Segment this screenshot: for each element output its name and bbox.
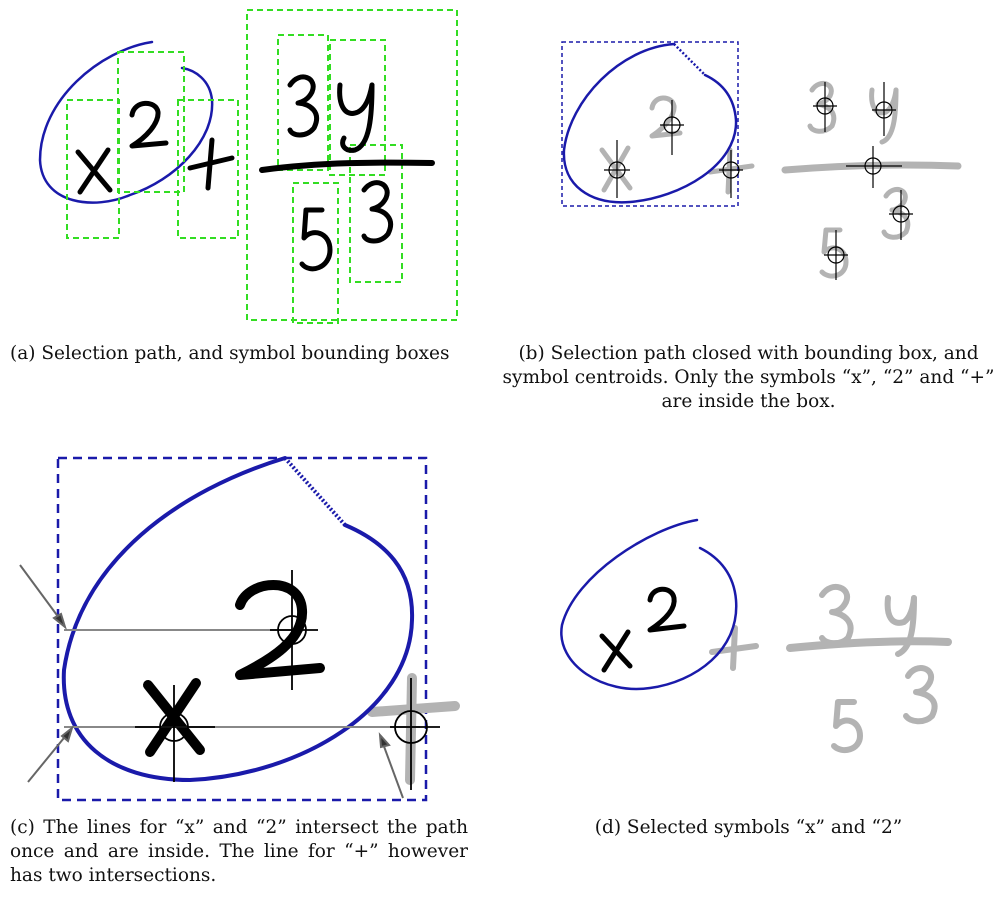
caption-b: (b) Selection path closed with bounding …	[502, 343, 995, 412]
symbol-3-sup	[361, 180, 394, 244]
panel-d-figure	[560, 518, 952, 754]
symbol-x	[75, 147, 113, 195]
faded-y	[884, 595, 917, 657]
panel-d: (d) Selected symbols “x” and “2”	[500, 450, 997, 900]
bbox-2	[117, 51, 185, 193]
centroid-5	[824, 230, 848, 280]
panel-c-figure	[19, 456, 460, 802]
panel-a-figure	[38, 9, 458, 324]
centroid-plus	[719, 150, 743, 198]
bbox-fraction	[246, 9, 458, 321]
caption-a: (a) Selection path, and symbol bounding …	[10, 343, 450, 364]
centroid-x	[604, 140, 630, 198]
panel-b: (b) Selection path closed with bounding …	[500, 0, 997, 412]
bbox-y	[329, 39, 386, 176]
faded-5	[831, 699, 863, 754]
selection-path	[38, 40, 214, 204]
selection-path	[562, 42, 738, 204]
faded-5	[819, 227, 849, 279]
arrow-intersection-left	[27, 725, 74, 783]
symbol-2	[647, 586, 687, 633]
selection-bbox	[561, 41, 739, 207]
closing-segment	[673, 43, 706, 76]
faded-x	[599, 145, 633, 193]
arrow-intersection-right	[378, 732, 404, 799]
centroid-bar	[846, 146, 902, 188]
symbol-2	[235, 580, 325, 680]
arrow-intersection-top	[19, 564, 67, 630]
symbol-plus	[187, 137, 235, 191]
centroid-y	[872, 82, 896, 136]
faded-fraction-bar	[786, 637, 952, 652]
faded-fraction-bar	[781, 161, 962, 174]
symbol-x	[599, 629, 633, 673]
fraction-bar	[259, 159, 435, 173]
faded-plus	[709, 625, 759, 671]
symbol-3	[287, 74, 320, 138]
bbox-plus	[177, 99, 239, 239]
caption-c: (c) The lines for “x” and “2” intersect …	[10, 817, 468, 886]
centroid-3-sup	[889, 190, 913, 240]
faded-3	[807, 80, 837, 134]
centroid-2	[270, 570, 318, 690]
centroid-plus	[390, 678, 440, 790]
closing-segment	[283, 456, 347, 527]
selection-path	[61, 456, 415, 783]
panel-a: (a) Selection path, and symbol bounding …	[0, 0, 480, 364]
faded-3-sup	[903, 665, 938, 725]
panel-c: (c) The lines for “x” and “2” intersect …	[0, 450, 480, 900]
faded-y	[869, 87, 899, 145]
centroid-3	[813, 82, 837, 132]
centroid-2	[660, 100, 684, 155]
panel-b-figure	[561, 41, 962, 280]
caption-d: (d) Selected symbols “x” and “2”	[594, 817, 903, 838]
faded-3-sup	[881, 186, 911, 240]
bbox-3	[277, 34, 329, 171]
bbox-5	[292, 182, 339, 324]
selection-path	[560, 518, 738, 691]
faded-2	[649, 95, 683, 139]
centroid-x	[135, 685, 215, 782]
bbox-3-sup	[349, 144, 403, 283]
faded-3	[819, 583, 854, 647]
symbol-5	[299, 207, 333, 272]
symbol-2	[129, 100, 169, 149]
selection-bbox	[56, 456, 428, 802]
symbol-y	[337, 82, 375, 153]
